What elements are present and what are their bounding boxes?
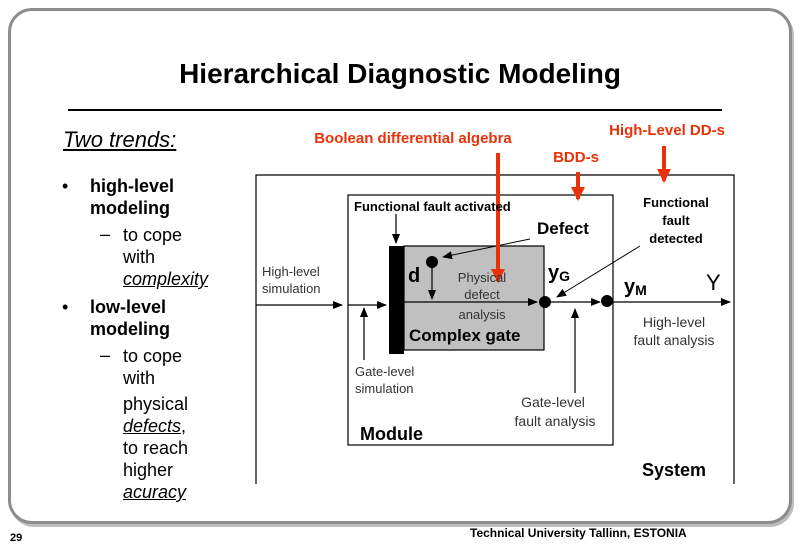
high-level-fault-label: fault analysis [634, 332, 715, 348]
defect-node [426, 256, 438, 268]
fault-detected-label: fault [662, 213, 690, 228]
fault-detected-label: detected [649, 231, 703, 246]
physical-defect-text: analysis [459, 307, 506, 322]
sub-item-text: physical [123, 394, 189, 414]
two-trends-heading: Two trends: [63, 127, 177, 152]
title-divider [68, 109, 722, 111]
slide-title: Hierarchical Diagnostic Modeling [179, 58, 621, 89]
sub-dash-icon: – [100, 224, 111, 244]
bdds-label: BDD-s [553, 149, 599, 166]
Y-output-label: Y [706, 270, 721, 295]
sub-item-text: with [123, 247, 156, 267]
sub-dash-icon: – [100, 345, 111, 365]
module-box [347, 194, 614, 446]
high-level-sim-label: simulation [262, 281, 321, 296]
module-label: Module [360, 424, 423, 444]
fault-detected-label: Functional [643, 195, 709, 210]
bullet-dot-icon: • [62, 176, 69, 196]
gate-level-sim-label: simulation [355, 381, 414, 396]
d-label: d [408, 265, 420, 287]
defect-label: Defect [537, 219, 589, 238]
system-box [255, 174, 735, 484]
gate-level-fault-label: Gate-level [521, 394, 585, 410]
fault-activated-label: Functional fault activated [354, 199, 511, 214]
complex-gate-label: Complex gate [409, 326, 520, 345]
sub-item-text: with [123, 368, 156, 388]
footer-institution: Technical University Tallinn, ESTONIA [470, 526, 687, 540]
bullet-dot-icon: • [62, 297, 69, 317]
sub-item-text: to reach [123, 438, 189, 458]
sub-item-emphasis: acuracy [123, 482, 187, 502]
boolean-algebra-label: Boolean differential algebra [314, 130, 512, 147]
high-level-fault-label: High-level [643, 314, 705, 330]
page-number: 29 [10, 532, 23, 544]
physical-defect-text: Physical [458, 270, 507, 285]
defect-pointer-arrow [442, 238, 531, 260]
sub-item-text: to cope [123, 346, 183, 366]
gate-input-bar [389, 246, 404, 354]
sub-item-text: higher [123, 460, 174, 480]
physical-defect-text: defect [464, 287, 500, 302]
gate-level-sim-label: Gate-level [355, 364, 414, 379]
yg-label: yG [548, 262, 570, 284]
yg-node [539, 296, 551, 308]
highlevel-dds-label: High-Level DD-s [609, 122, 725, 139]
sub-item-text: defects, [123, 416, 187, 436]
high-level-sim-label: High-level [262, 264, 320, 279]
fault-detected-arrow [556, 245, 641, 298]
system-label: System [642, 460, 706, 480]
sub-item-emphasis: complexity [123, 269, 209, 289]
gate-level-fault-label: fault analysis [515, 413, 596, 429]
ym-label: yM [624, 276, 647, 298]
ym-node [601, 295, 613, 307]
sub-item-text: to cope [123, 225, 183, 245]
